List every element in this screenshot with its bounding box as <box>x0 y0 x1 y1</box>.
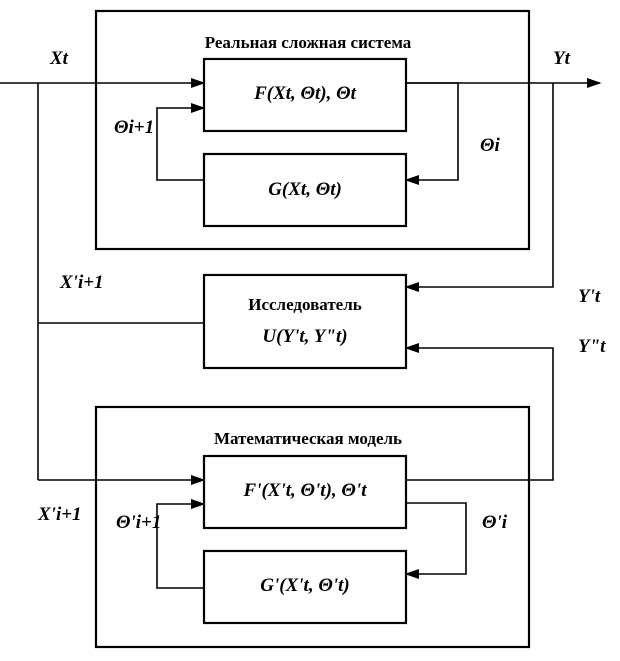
x-next-top-label: X'i+1 <box>59 272 104 293</box>
real-f-label: F(Xt, Θt), Θt <box>253 83 357 104</box>
y-prime-arrow <box>404 83 554 293</box>
model-theta-loop-left <box>156 498 206 589</box>
model-g-label: G'(X't, Θ't) <box>260 575 349 596</box>
researcher-function: U(Y't, Y"t) <box>262 326 347 347</box>
theta-prime-label: Θ'i <box>482 512 508 533</box>
y-double-prime-label: Y"t <box>578 336 606 357</box>
real-g-label: G(Xt, Θt) <box>268 179 342 200</box>
real-f-block <box>202 57 408 133</box>
y-prime-label: Y't <box>578 286 601 307</box>
model-theta-loop-right <box>404 502 467 580</box>
output-signal-label: Yt <box>553 48 571 69</box>
input-signal-label: Xt <box>49 48 69 69</box>
y-double-prime-arrow <box>404 342 554 481</box>
real-theta-loop-left <box>156 102 206 181</box>
theta-label: Θi <box>480 135 501 156</box>
model-f-label: F'(X't, Θ't), Θ't <box>243 480 368 501</box>
x-next-bottom-label: X'i+1 <box>37 504 82 525</box>
real-theta-loop-right <box>404 82 459 186</box>
real-system-frame <box>94 9 531 251</box>
theta-prime-next-label: Θ'i+1 <box>116 512 161 533</box>
real-system-title: Реальная сложная система <box>205 33 412 52</box>
model-title: Математическая модель <box>214 429 402 448</box>
model-f-block <box>202 454 408 530</box>
real-g-block <box>202 152 408 228</box>
theta-next-label: Θi+1 <box>114 117 154 138</box>
model-g-block <box>202 549 408 625</box>
researcher-block <box>202 273 408 370</box>
model-frame <box>94 405 531 649</box>
researcher-title: Исследователь <box>248 295 362 314</box>
